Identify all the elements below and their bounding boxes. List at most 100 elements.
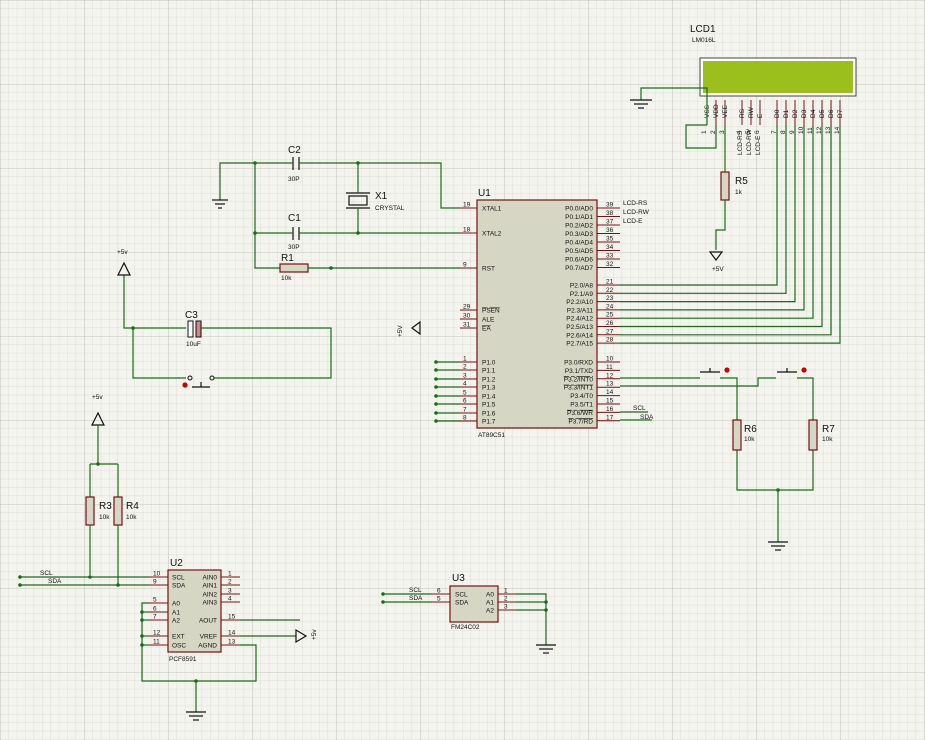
r1-val: 10k: [281, 275, 292, 282]
u1-left-pins: 19XTAL118XTAL29RST29PSEN30ALE31EA1P1.02P…: [434, 202, 502, 426]
u3-pin-name: A0: [486, 592, 494, 599]
u1-pin-name: XTAL1: [482, 206, 502, 213]
u1-pin-name: P1.1: [482, 368, 496, 375]
c1-ref: C1: [288, 213, 301, 224]
svg-text:SDA: SDA: [640, 414, 654, 421]
button-wiring: [620, 377, 814, 551]
u1-pin-number: 33: [606, 253, 614, 260]
u1-pin-number: 30: [463, 313, 471, 320]
c2-ref: C2: [288, 145, 301, 156]
u1-pin-number: 38: [606, 210, 614, 217]
u2-pin-number: 12: [153, 630, 161, 637]
u2-pin-name: A1: [172, 610, 180, 617]
c1-val: 30P: [288, 244, 300, 251]
r3-ref: R3: [99, 501, 112, 512]
lcd-model: LM016L: [692, 37, 716, 44]
lcd-pin-name: D7: [837, 109, 844, 118]
svg-text:SDA: SDA: [409, 595, 423, 602]
u2-pin-name: OSC: [172, 643, 186, 650]
u3-pin-number: 2: [504, 596, 508, 603]
lcd-pin-number: 14: [834, 126, 841, 134]
mcu-u1[interactable]: U1 AT89C51 19XTAL118XTAL29RST29PSEN30ALE…: [434, 188, 620, 439]
lcd-5v-label: +5V: [712, 266, 724, 273]
u1-pin-name: P3.5/T1: [570, 402, 593, 409]
u1-pin-name: P1.3: [482, 385, 496, 392]
u1-pin-name: P2.7/A15: [566, 341, 593, 348]
lcd-pin-name: D1: [783, 109, 790, 118]
lcd-module[interactable]: LCD1 LM016L VSS1VDD2VEE3RS4RW5E6D07D18D2…: [690, 24, 857, 134]
r7-val: 10k: [822, 436, 833, 443]
u2-pin-number: 14: [228, 630, 236, 637]
c3-val: 10uF: [186, 341, 201, 348]
u1-pin-number: 34: [606, 244, 614, 251]
x1-ref: X1: [375, 191, 388, 202]
capacitor-c3[interactable]: C3 10uF: [185, 310, 202, 348]
svg-text:LCD-E: LCD-E: [755, 135, 762, 155]
adc-u2[interactable]: U2 PCF8591 10SCL9SDA5A06A17A212EXT11OSC …: [150, 558, 240, 663]
u2-pin-number: 10: [153, 571, 161, 578]
u1-pin-number: 7: [463, 407, 467, 414]
u1-pin-name: P1.6: [482, 411, 496, 418]
reset-button[interactable]: [182, 375, 215, 388]
u1-pin-name: P3.0/RXD: [564, 360, 593, 367]
u1-pin-number: 1: [463, 356, 467, 363]
u1-pin-name: P2.1/A9: [570, 291, 594, 298]
u2-pin-name: SCL: [172, 575, 185, 582]
u2-pin-name: AIN0: [203, 575, 218, 582]
u2-pin-name: AIN2: [203, 592, 218, 599]
u1-pin-name: RST: [482, 266, 495, 273]
c2-val: 30P: [288, 176, 300, 183]
int0-button[interactable]: [700, 367, 730, 373]
svg-text:+5v: +5v: [311, 629, 318, 640]
resistor-r5[interactable]: R5 1k: [715, 125, 748, 250]
u2-pin-name: AOUT: [199, 618, 217, 625]
u1-pin-name: P2.6/A14: [566, 332, 593, 339]
svg-text:LCD-RS: LCD-RS: [737, 130, 744, 155]
u2-pin-number: 6: [153, 606, 157, 613]
u3-model: FM24C02: [451, 624, 480, 631]
u1-pin-name: P0.1/AD1: [565, 214, 593, 221]
lcd-pin-name: E: [757, 113, 764, 118]
u1-pin-name: P1.4: [482, 394, 496, 401]
u2-pin-number: 1: [228, 571, 232, 578]
u2-pin-number: 5: [153, 597, 157, 604]
r5-ref: R5: [735, 176, 748, 187]
u1-pin-number: 21: [606, 279, 614, 286]
u1-pin-number: 28: [606, 337, 614, 344]
u1-pin-number: 32: [606, 261, 614, 268]
lcd-pin-name: RW: [748, 106, 755, 118]
lcd-pin-number: 4: [736, 130, 743, 134]
u1-pin-name: P3.2/INT0: [564, 376, 594, 383]
lcd-ref: LCD1: [690, 24, 716, 35]
u2-model: PCF8591: [169, 656, 197, 663]
lcd-pin-number: 13: [825, 126, 832, 134]
resistor-r6[interactable]: R6 10k: [732, 419, 757, 451]
svg-text:LCD-RS: LCD-RS: [623, 200, 648, 207]
lcd-pin-name: VEE: [722, 104, 729, 118]
u1-pin-number: 13: [606, 381, 614, 388]
u1-pin-number: 6: [463, 398, 467, 405]
resistor-r3[interactable]: R3 10k: [85, 464, 112, 575]
u1-pin-number: 12: [606, 372, 614, 379]
u1-pin-name: P0.5/AD5: [565, 248, 593, 255]
resistor-r4[interactable]: R4 10k: [113, 464, 139, 584]
u1-pin-number: 19: [463, 202, 471, 209]
u1-pin-number: 29: [463, 304, 471, 311]
svg-text:+5v: +5v: [117, 249, 128, 256]
lcd-data-bus: [620, 125, 841, 344]
r1-ref: R1: [281, 253, 294, 264]
u3-pin-number: 5: [437, 596, 441, 603]
u1-model: AT89C51: [478, 432, 505, 439]
r6-ref: R6: [744, 424, 757, 435]
resistor-r7[interactable]: R7 10k: [808, 419, 835, 451]
svg-text:LCD-E: LCD-E: [623, 218, 643, 225]
lcd-pin-number: 6: [754, 130, 761, 134]
u1-pin-name: P0.6/AD6: [565, 257, 593, 264]
int1-button[interactable]: [777, 367, 807, 373]
u2-pin-name: AIN3: [203, 600, 218, 607]
u1-pin-number: 36: [606, 227, 614, 234]
u1-pin-name: P1.2: [482, 377, 496, 384]
